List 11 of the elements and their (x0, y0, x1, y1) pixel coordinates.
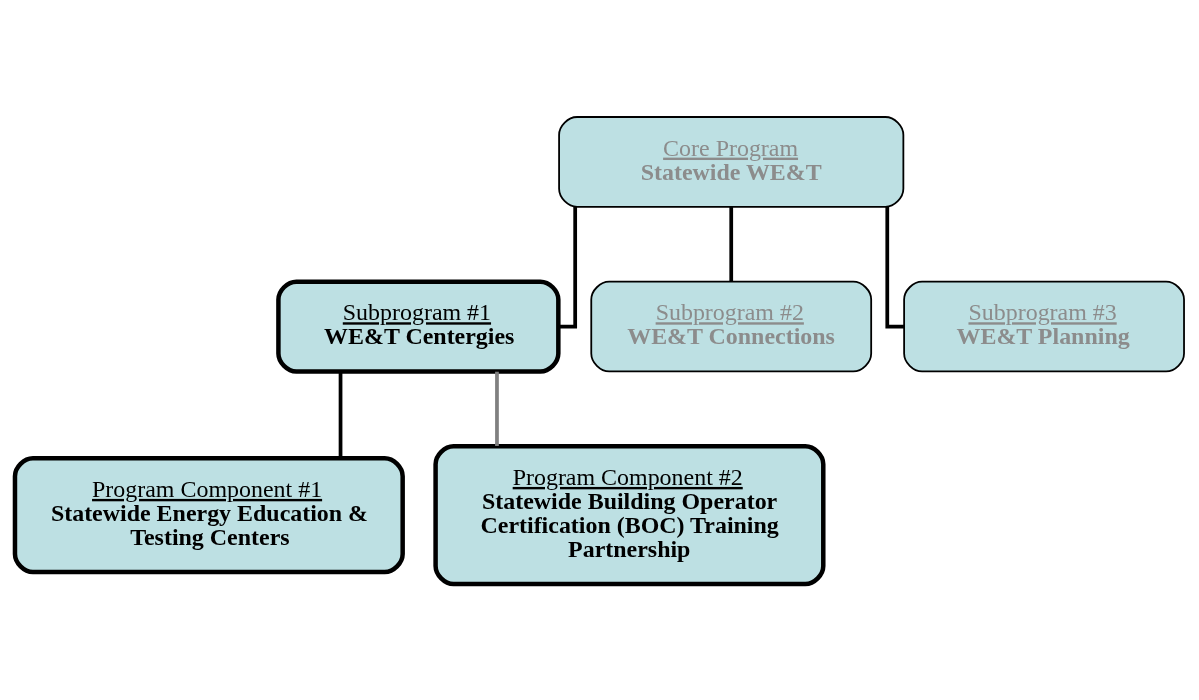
node-box: Subprogram #2 WE&T Connections (590, 280, 873, 372)
connector (885, 206, 905, 328)
connector (558, 206, 578, 328)
node-box: Core Program Statewide WE&T (558, 115, 905, 208)
connector (729, 206, 734, 282)
node-box: Program Component #1 Statewide Energy Education & Testing Centers (12, 455, 405, 574)
node-box: Subprogram #3 WE&T Planning (903, 280, 1185, 372)
connector (338, 371, 343, 458)
node-box: Program Component #2 Statewide Building Operator Certification (BOC) Training Partnership (433, 443, 826, 586)
node-box: Subprogram #1 WE&T Centergies (276, 278, 561, 374)
connector (495, 371, 499, 446)
